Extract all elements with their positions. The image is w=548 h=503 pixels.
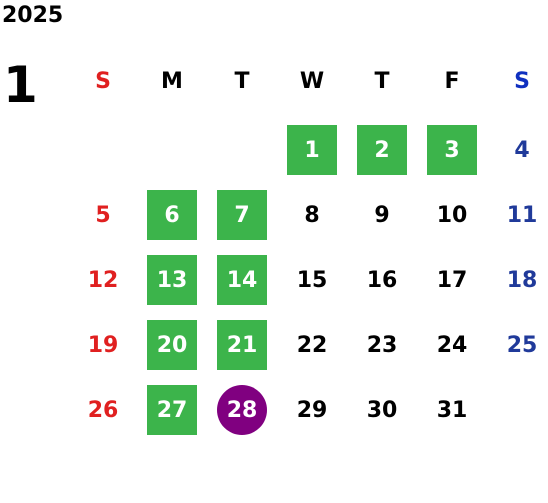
day-cell[interactable]: 3 [427, 125, 477, 175]
day-cell[interactable]: 19 [87, 332, 119, 358]
day-cell[interactable]: 13 [147, 255, 197, 305]
day-cell[interactable]: 30 [366, 397, 398, 423]
day-cell[interactable]: 24 [436, 332, 468, 358]
day-cell[interactable]: 5 [95, 202, 111, 228]
day-cell[interactable]: 20 [147, 320, 197, 370]
weekday-header: T [234, 68, 250, 94]
day-cell[interactable]: 31 [436, 397, 468, 423]
weekday-header: M [161, 68, 183, 94]
day-cell[interactable]: 10 [436, 202, 468, 228]
day-cell[interactable]: 22 [296, 332, 328, 358]
day-cell[interactable]: 7 [217, 190, 267, 240]
day-cell[interactable]: 14 [217, 255, 267, 305]
day-cell[interactable]: 4 [514, 137, 530, 163]
day-cell[interactable]: 6 [147, 190, 197, 240]
weekday-header: F [444, 68, 460, 94]
day-cell[interactable]: 15 [296, 267, 328, 293]
day-cell[interactable]: 17 [436, 267, 468, 293]
day-cell[interactable]: 9 [374, 202, 390, 228]
day-cell[interactable]: 12 [87, 267, 119, 293]
day-cell[interactable]: 27 [147, 385, 197, 435]
year-label: 2025 [2, 3, 64, 28]
day-cell[interactable]: 18 [506, 267, 538, 293]
weekday-header: T [374, 68, 390, 94]
day-cell-today[interactable]: 28 [217, 385, 267, 435]
day-cell[interactable]: 1 [287, 125, 337, 175]
month-number: 1 [3, 56, 38, 114]
day-cell[interactable]: 8 [304, 202, 320, 228]
day-cell[interactable]: 25 [506, 332, 538, 358]
day-cell[interactable]: 29 [296, 397, 328, 423]
day-cell[interactable]: 21 [217, 320, 267, 370]
day-cell[interactable]: 2 [357, 125, 407, 175]
weekday-header: S [514, 68, 530, 94]
weekday-header: W [299, 68, 325, 94]
day-cell[interactable]: 23 [366, 332, 398, 358]
day-cell[interactable]: 16 [366, 267, 398, 293]
weekday-header: S [95, 68, 111, 94]
day-cell[interactable]: 26 [87, 397, 119, 423]
day-cell[interactable]: 11 [506, 202, 538, 228]
